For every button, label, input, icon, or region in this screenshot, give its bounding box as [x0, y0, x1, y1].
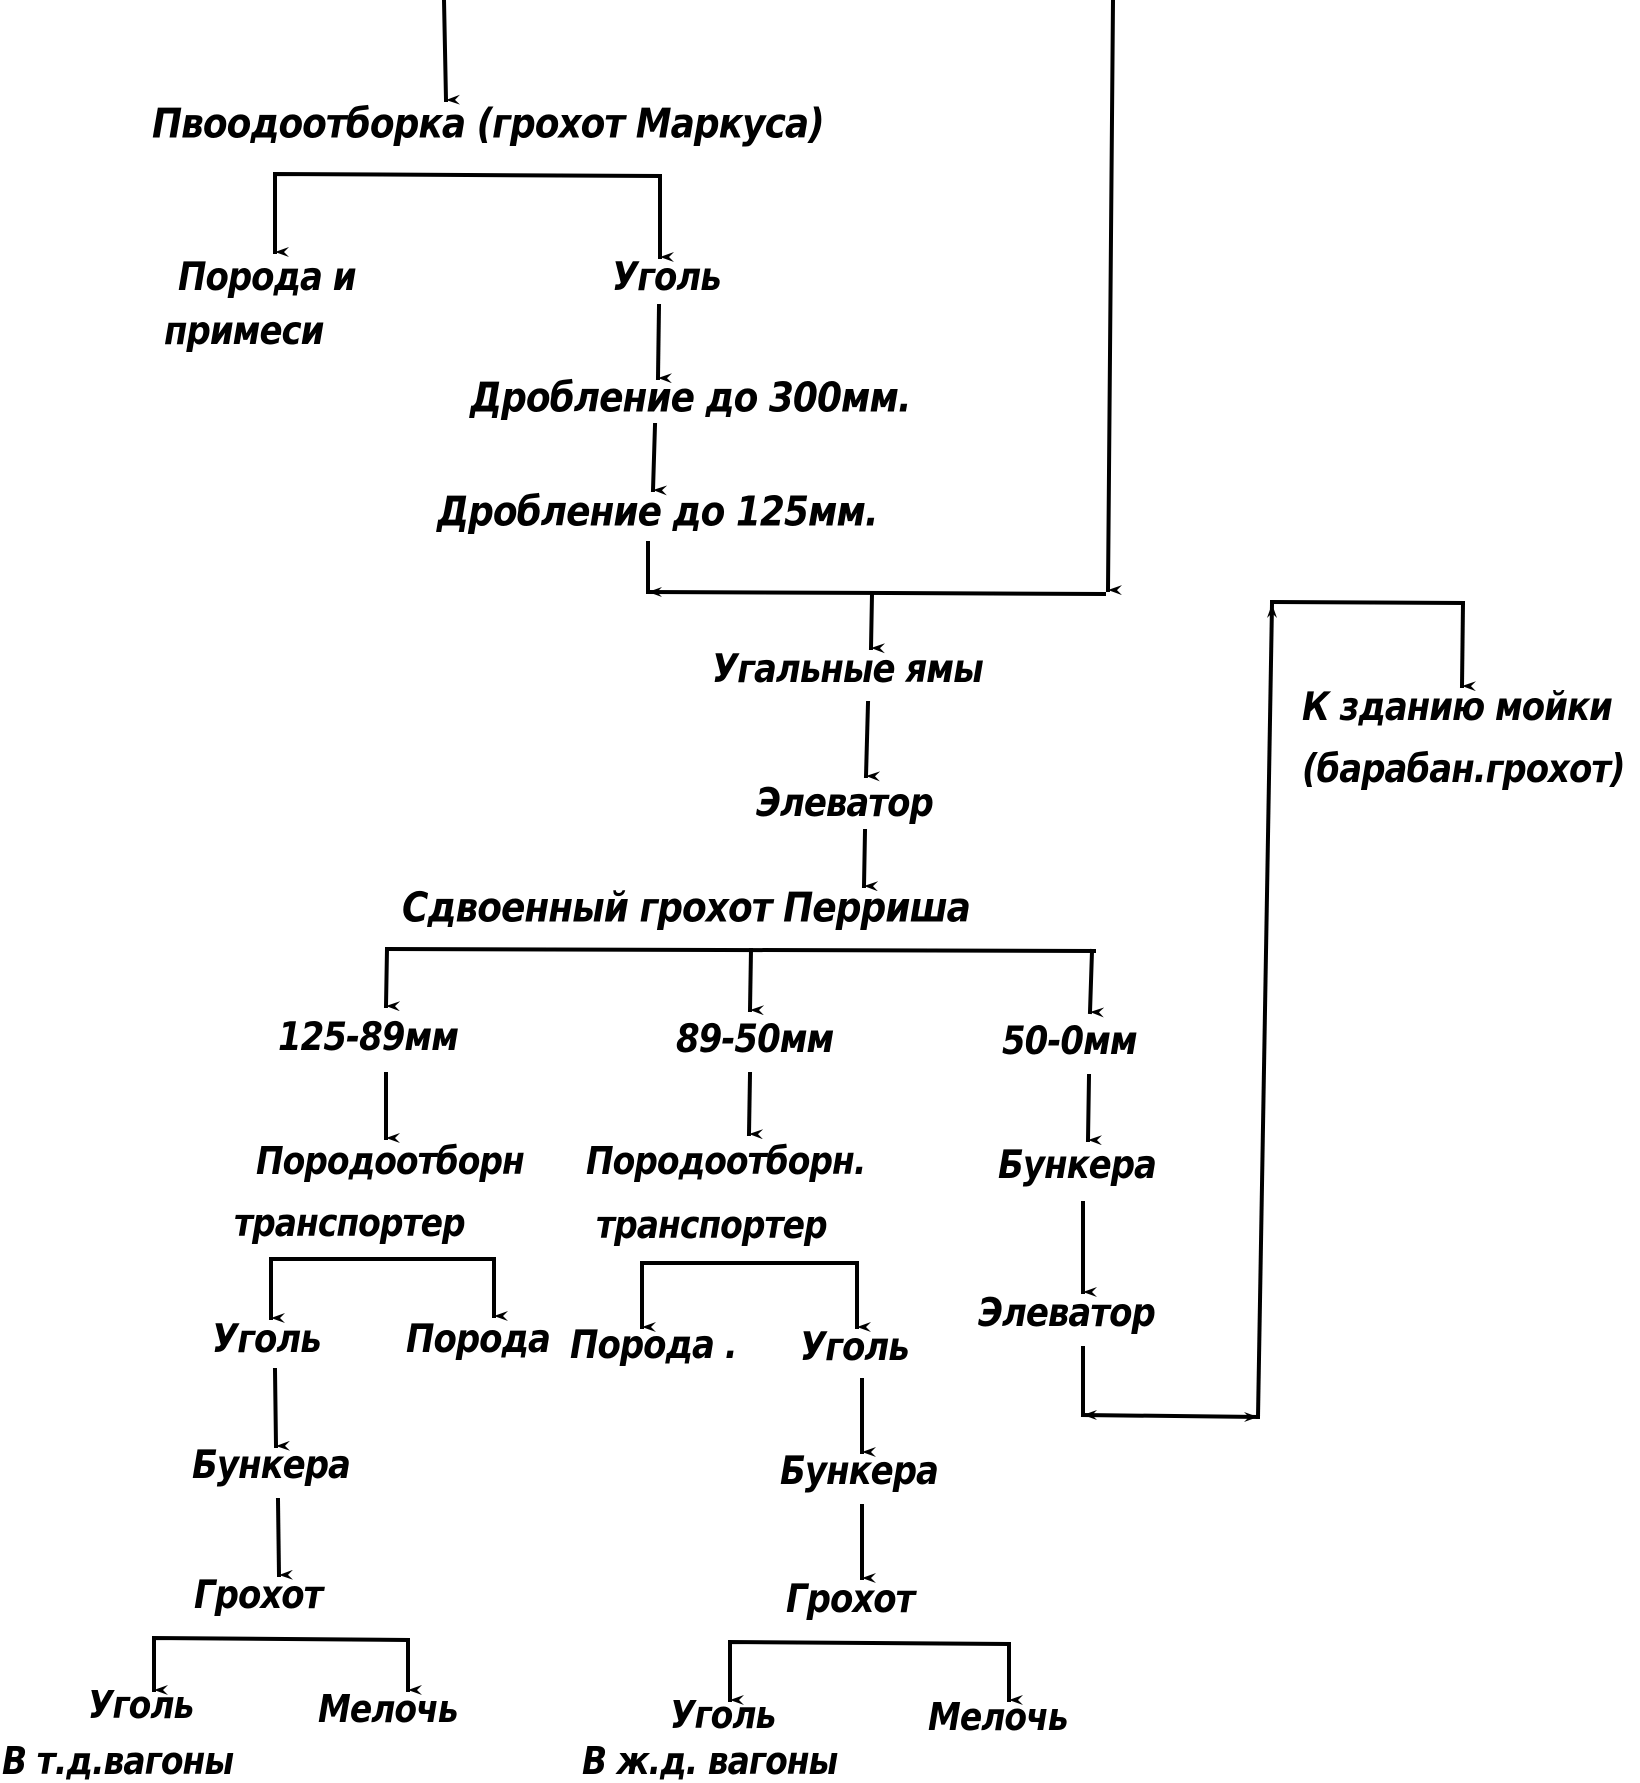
node-screen-a: Грохот — [194, 1572, 323, 1619]
node-fines-b: Мелочь — [928, 1694, 1069, 1740]
node-rock-impurities-line2: примеси — [164, 308, 324, 355]
split-conveyor-a — [269, 1257, 496, 1319]
split-perrish — [384, 946, 1097, 954]
node-screen-b: Грохот — [786, 1576, 915, 1623]
node-coal-top: Уголь — [612, 254, 722, 301]
node-rail-wagons-b: В ж.д. вагоны — [582, 1738, 838, 1783]
washery-bar — [1269, 599, 1466, 606]
arrow-coal-a-to-bunkers — [272, 1367, 291, 1451]
node-coal-pits: Угальные ямы — [712, 646, 984, 693]
arrow-bunkers-a-to-screen — [275, 1497, 294, 1580]
arrow-to-return-line — [1080, 1412, 1261, 1422]
bypass-line — [1105, 0, 1123, 596]
node-picking-conveyor-b-line2: транспортер — [596, 1202, 828, 1248]
split-screen-b — [728, 1639, 1011, 1702]
split-conveyor-b — [640, 1261, 859, 1328]
arrow-to-coal-pits — [868, 591, 886, 654]
node-washery-line2: (барабан.грохот) — [1302, 746, 1626, 793]
node-coal-a-out: Уголь — [88, 1682, 194, 1728]
node-picking-conveyor-a-line1: Породоотборн — [256, 1138, 525, 1184]
arrow-to-washery — [1459, 600, 1477, 692]
node-rock-b: Порода . — [570, 1322, 738, 1369]
node-marcus-picking: Пвоодоотборка (грохот Маркуса) — [152, 100, 825, 148]
node-fines-a: Мелочь — [318, 1686, 459, 1732]
arrow-input-to-marcus — [441, 0, 461, 105]
node-crush-125: Дробление до 125мм. — [437, 488, 879, 536]
node-perrish-screen: Сдвоенный грохот Перриша — [402, 884, 971, 932]
arrow-crush300-to-crush125 — [650, 422, 668, 496]
node-coal-b-out: Уголь — [670, 1692, 776, 1738]
arrow-pits-to-elevator — [863, 700, 881, 782]
split-marcus — [273, 171, 662, 257]
node-bunkers-a: Бункера — [192, 1442, 351, 1489]
node-crush-300: Дробление до 300мм. — [470, 374, 912, 422]
node-picking-conveyor-a-line2: транспортер — [234, 1200, 466, 1246]
arrow-coal-to-crush300 — [655, 303, 673, 384]
arrow-elevator-to-perrish — [861, 828, 879, 892]
node-bunkers-b: Бункера — [780, 1448, 939, 1495]
node-coal-b: Уголь — [800, 1324, 910, 1371]
node-size-125-89: 125-89мм — [278, 1014, 459, 1061]
node-elevator-main: Элеватор — [756, 780, 934, 827]
node-rock-a: Порода — [406, 1316, 551, 1363]
node-size-89-50: 89-50мм — [676, 1016, 834, 1063]
return-line-up — [1255, 601, 1277, 1420]
arrow-to-50-0 — [1087, 948, 1105, 1018]
node-picking-conveyor-b-line1: Породоотборн. — [586, 1138, 866, 1184]
node-size-50-0: 50-0мм — [1002, 1018, 1138, 1065]
node-coal-a: Уголь — [212, 1316, 322, 1363]
arrow-89-50-to-conveyor — [746, 1071, 764, 1140]
node-washery-line1: К зданию мойки — [1302, 684, 1613, 731]
node-bunkers-c: Бункера — [998, 1142, 1157, 1189]
arrow-50-0-to-bunkers — [1085, 1073, 1103, 1146]
node-elevator-c: Элеватор — [978, 1290, 1156, 1337]
node-rock-impurities-line1: Порода и — [178, 254, 357, 301]
arrow-to-89-50 — [747, 947, 765, 1016]
node-rail-wagons-a: В т.д.вагоны — [2, 1738, 234, 1783]
arrow-to-125-89 — [383, 946, 401, 1012]
merge-bar — [645, 589, 1107, 597]
